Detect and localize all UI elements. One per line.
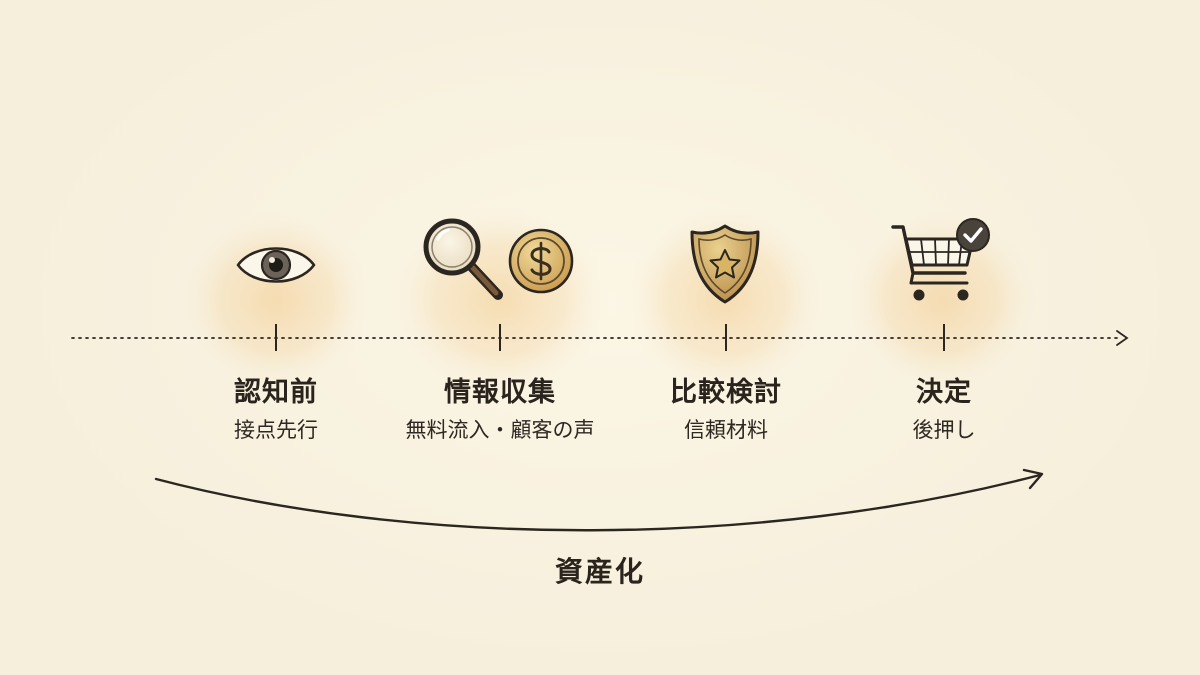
stage-title: 認知前 — [234, 377, 318, 408]
stage-subtitle: 無料流入・顧客の声 — [405, 418, 595, 442]
stage-title: 比較検討 — [670, 377, 782, 408]
stage-title: 情報収集 — [444, 377, 556, 408]
flow-arc-arrow — [154, 473, 1042, 532]
stage-glow-4 — [847, 210, 1037, 390]
stage-subtitle: 信頼材料 — [684, 418, 768, 442]
stage-glow-2 — [390, 205, 610, 395]
shield-star-icon — [690, 224, 760, 304]
eye-icon — [236, 247, 316, 283]
timeline-arrow-head — [1116, 330, 1129, 346]
stage-subtitle: 接点先行 — [234, 418, 318, 442]
asset-label: 資産化 — [554, 555, 645, 588]
magnifier-icon — [423, 218, 503, 300]
cart-check-icon — [891, 218, 990, 301]
coin-icon — [508, 228, 574, 294]
stage-title: 決定 — [916, 377, 972, 408]
stage-glow-1 — [181, 210, 371, 390]
stage-subtitle: 後押し — [912, 418, 976, 442]
flow-arc-arrow-head — [1022, 468, 1044, 490]
